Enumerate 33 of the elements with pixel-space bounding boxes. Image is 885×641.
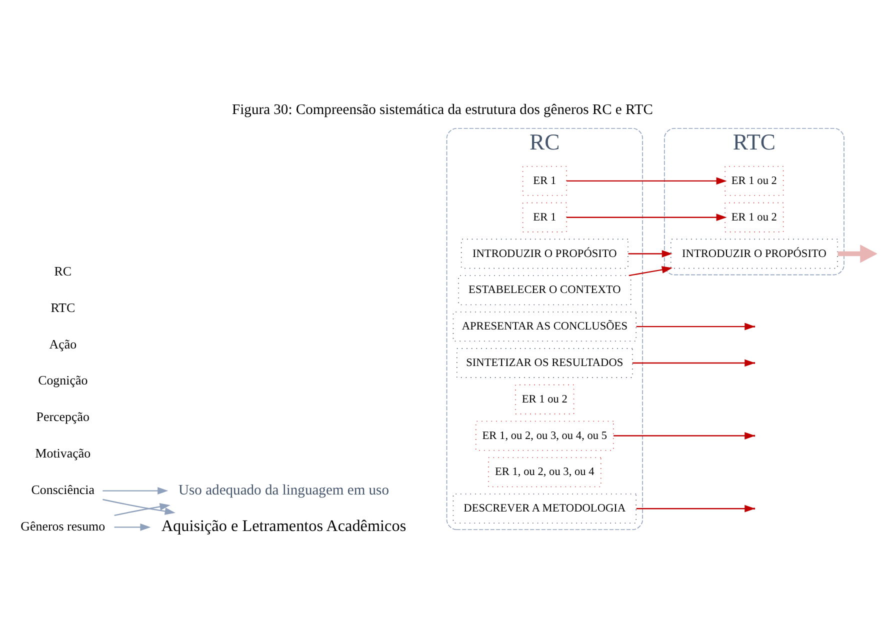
arrow bbox=[566, 214, 727, 222]
node-text: Motivação bbox=[35, 445, 91, 460]
node-box: ESTABELECER O CONTEXTO bbox=[458, 275, 632, 306]
node-text: Aquisição e Letramentos Acadêmicos bbox=[161, 518, 406, 536]
node-box: INTRODUZIR O PROPÓSITO bbox=[670, 238, 838, 269]
arrow bbox=[114, 524, 151, 531]
node-box: SINTETIZAR OS RESULTADOS bbox=[456, 348, 633, 378]
node-text: Uso adequado da linguagem em uso bbox=[178, 482, 389, 498]
node-text: Cognição bbox=[38, 372, 88, 388]
node-text: Gêneros resumo bbox=[20, 518, 106, 534]
arrow bbox=[628, 266, 672, 276]
arrow bbox=[102, 487, 168, 494]
node-box: DESCREVER A METODOLOGIA bbox=[452, 494, 636, 524]
node-text: Percepção bbox=[36, 409, 90, 424]
node-text: Ação bbox=[49, 336, 77, 352]
arrow bbox=[102, 498, 176, 515]
arrow bbox=[838, 244, 877, 263]
arrow bbox=[114, 503, 170, 516]
node-text: RTC bbox=[50, 300, 76, 315]
node-box: ER 1 ou 2 bbox=[515, 384, 574, 414]
node-box: ER 1, ou 2, ou 3, ou 4 bbox=[488, 457, 602, 488]
arrow bbox=[566, 177, 727, 185]
node-box: ER 1 bbox=[522, 166, 567, 196]
node-box: ER 1, ou 2, ou 3, ou 4, ou 5 bbox=[476, 420, 614, 451]
node-box: APRESENTAR AS CONCLUSÕES bbox=[452, 312, 636, 342]
node-text: RC bbox=[54, 263, 72, 278]
node-box: ER 1 ou 2 bbox=[724, 166, 784, 196]
diagram-title: Figura 30: Compreensão sistemática da estrutura dos gêneros RC e RTC bbox=[232, 102, 653, 118]
node-box: ER 1 bbox=[522, 202, 567, 232]
node-box: ER 1 ou 2 bbox=[724, 202, 784, 232]
node-box: INTRODUZIR O PROPÓSITO bbox=[460, 238, 628, 269]
node-text: Consciência bbox=[31, 482, 95, 497]
arrow bbox=[628, 250, 672, 258]
